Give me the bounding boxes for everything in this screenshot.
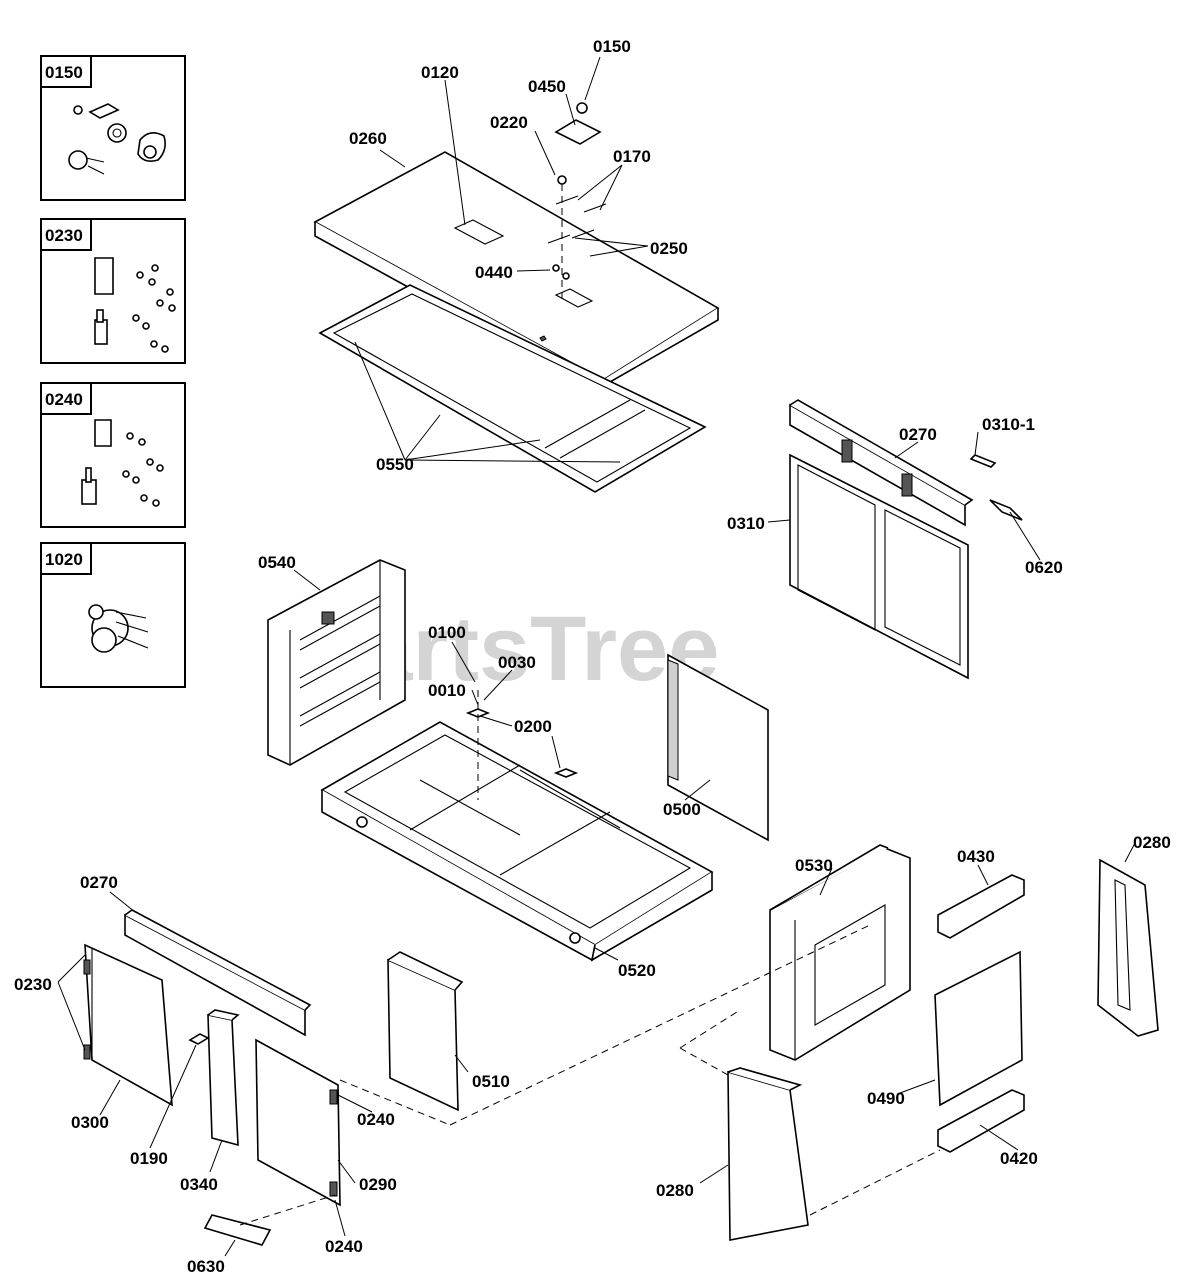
panel-0510[interactable] (387, 951, 464, 1112)
callout-0550[interactable]: 0550 (376, 455, 414, 474)
lock-parts-icon (68, 103, 166, 175)
inset-label-0230: 0230 (45, 226, 83, 245)
lock-plate-0450[interactable] (554, 102, 602, 145)
callout-0510[interactable]: 0510 (472, 1072, 510, 1091)
callout-0150[interactable]: 0150 (593, 37, 631, 56)
callout-0250[interactable]: 0250 (650, 239, 688, 258)
callout-0290[interactable]: 0290 (359, 1175, 397, 1194)
door-0290[interactable] (255, 1038, 341, 1207)
callout-0310-1[interactable]: 0310-1 (982, 415, 1035, 434)
callout-0630[interactable]: 0630 (187, 1257, 225, 1276)
rail-0430[interactable] (937, 874, 1025, 939)
callout-0170[interactable]: 0170 (613, 147, 651, 166)
callout-0500[interactable]: 0500 (663, 800, 701, 819)
door-0490[interactable] (934, 950, 1023, 1107)
drawer-frame-0540[interactable] (267, 559, 406, 766)
callout-0270-top[interactable]: 0270 (899, 425, 937, 444)
inset-box-0150[interactable]: 0150 (40, 55, 186, 201)
callout-0340[interactable]: 0340 (180, 1175, 218, 1194)
callout-0530[interactable]: 0530 (795, 856, 833, 875)
inset-box-0230[interactable]: 0230 (40, 218, 186, 364)
callout-0030[interactable]: 0030 (498, 653, 536, 672)
panel-0280-left[interactable] (727, 1067, 809, 1241)
callout-0270-bottom[interactable]: 0270 (80, 873, 118, 892)
callout-0240-lower[interactable]: 0240 (325, 1237, 363, 1256)
callout-0100[interactable]: 0100 (428, 623, 466, 642)
latch-0190[interactable] (188, 1033, 210, 1045)
callout-0260[interactable]: 0260 (349, 129, 387, 148)
callout-0420[interactable]: 0420 (1000, 1149, 1038, 1168)
callout-0300[interactable]: 0300 (71, 1113, 109, 1132)
callout-0120[interactable]: 0120 (421, 63, 459, 82)
hinge-parts-icon (94, 257, 176, 353)
callout-0220[interactable]: 0220 (490, 113, 528, 132)
callout-0190[interactable]: 0190 (130, 1149, 168, 1168)
inset-label-0240: 0240 (45, 390, 83, 409)
leader-lines (57, 56, 1136, 1257)
alignment-lines (239, 924, 941, 1226)
callout-0310[interactable]: 0310 (727, 514, 765, 533)
inset-label-0150: 0150 (45, 63, 83, 82)
top-rail-0270[interactable] (124, 909, 312, 1037)
callout-labels: 0150 0120 0450 0220 0170 0260 0250 0440 … (14, 37, 1171, 1276)
callout-0280-left[interactable]: 0280 (656, 1181, 694, 1200)
callout-0430[interactable]: 0430 (957, 847, 995, 866)
side-panel-0530[interactable] (769, 844, 911, 1061)
inset-box-0240[interactable]: 0240 (40, 382, 186, 528)
callout-0230[interactable]: 0230 (14, 975, 52, 994)
callout-0540[interactable]: 0540 (258, 553, 296, 572)
callout-0240-upper[interactable]: 0240 (357, 1110, 395, 1129)
callout-0440[interactable]: 0440 (475, 263, 513, 282)
callout-0520[interactable]: 0520 (618, 961, 656, 980)
callout-0490[interactable]: 0490 (867, 1089, 905, 1108)
panel-0280-right[interactable] (1097, 858, 1159, 1037)
center-post-0340[interactable] (207, 1009, 240, 1147)
pins-0170[interactable] (547, 175, 607, 300)
strip-0630[interactable] (203, 1214, 272, 1246)
inset-box-1020[interactable]: 1020 (40, 542, 186, 688)
inset-label-1020: 1020 (45, 550, 83, 569)
rail-0420[interactable] (937, 1089, 1025, 1153)
hinge-parts-icon (81, 419, 164, 507)
base-frame-0520[interactable] (320, 690, 714, 962)
callout-0620[interactable]: 0620 (1025, 558, 1063, 577)
callout-0200[interactable]: 0200 (514, 717, 552, 736)
keys-icon (88, 604, 149, 653)
callout-0280-right[interactable]: 0280 (1133, 833, 1171, 852)
door-0300[interactable] (83, 943, 173, 1107)
callout-0010[interactable]: 0010 (428, 681, 466, 700)
lid-frame-0550[interactable] (318, 284, 707, 493)
door-assembly-0310[interactable] (789, 399, 1023, 680)
callout-0450[interactable]: 0450 (528, 77, 566, 96)
